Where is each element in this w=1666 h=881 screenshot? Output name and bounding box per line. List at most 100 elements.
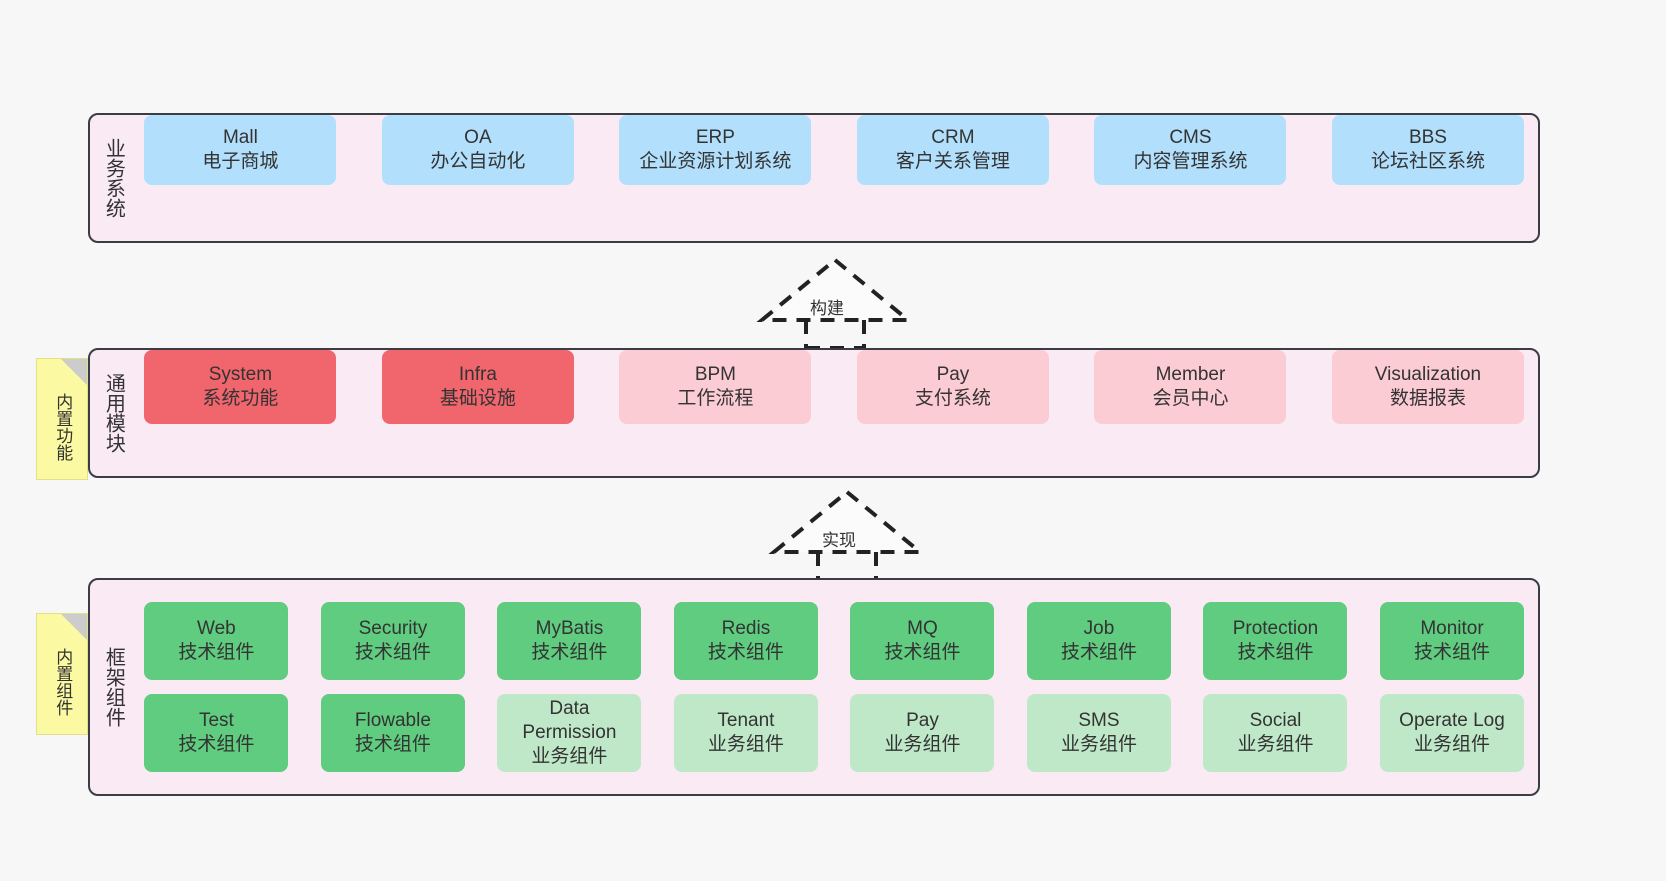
card-title-en: CRM bbox=[931, 126, 975, 148]
card-title-en: Pay bbox=[936, 363, 970, 385]
card-sms[interactable]: SMS 业务组件 bbox=[1026, 694, 1171, 772]
card-title-cn: 业务组件 bbox=[707, 734, 784, 755]
card-title-en: Pay bbox=[906, 709, 939, 731]
note-builtin-function: 内置功能 bbox=[36, 358, 88, 480]
arrow-stem bbox=[804, 320, 866, 350]
arrow-build: 构建 bbox=[756, 257, 914, 350]
card-title-en: Test bbox=[198, 709, 234, 731]
card-title-en: System bbox=[208, 363, 273, 385]
card-job[interactable]: Job 技术组件 bbox=[1026, 602, 1171, 680]
layer-common-modules: 通用模块 System 系统功能 Infra 基础设施 BPM 工作流程 Pay… bbox=[88, 348, 1540, 478]
card-title-cn: 基础设施 bbox=[439, 388, 516, 409]
card-title-cn: 数据报表 bbox=[1389, 388, 1466, 409]
card-title-en: SMS bbox=[1078, 709, 1120, 731]
card-title-cn: 支付系统 bbox=[914, 388, 991, 409]
card-group-framework: Web 技术组件 Security 技术组件 MyBatis 技术组件 Redi… bbox=[130, 602, 1538, 772]
card-title-cn: 业务组件 bbox=[1413, 734, 1490, 755]
card-title-cn: 业务组件 bbox=[1060, 734, 1137, 755]
card-social[interactable]: Social 业务组件 bbox=[1203, 694, 1348, 772]
card-cms[interactable]: CMS 内容管理系统 bbox=[1094, 115, 1287, 185]
card-title-en: BBS bbox=[1408, 126, 1447, 148]
note-builtin-component: 内置组件 bbox=[36, 613, 88, 735]
arrow-label-build: 构建 bbox=[810, 299, 844, 318]
card-title-en: BPM bbox=[694, 363, 737, 385]
layer-caption-framework: 框架组件 bbox=[102, 647, 125, 727]
card-group-business: Mall 电子商城 OA 办公自动化 ERP 企业资源计划系统 CRM 客户关系… bbox=[130, 115, 1538, 241]
card-infra[interactable]: Infra 基础设施 bbox=[381, 350, 574, 424]
card-title-cn: 技术组件 bbox=[707, 642, 784, 663]
card-title-cn: 技术组件 bbox=[531, 642, 608, 663]
card-title-cn: 技术组件 bbox=[178, 642, 255, 663]
card-mq[interactable]: MQ 技术组件 bbox=[850, 602, 995, 680]
card-redis[interactable]: Redis 技术组件 bbox=[673, 602, 818, 680]
card-title-cn: 技术组件 bbox=[1413, 642, 1490, 663]
card-operate-log[interactable]: Operate Log 业务组件 bbox=[1380, 694, 1524, 772]
arrow-head-triangle bbox=[756, 257, 914, 322]
card-pay[interactable]: Pay 支付系统 bbox=[856, 350, 1049, 424]
card-title-cn: 业务组件 bbox=[1237, 734, 1314, 755]
layer-caption-business: 业务系统 bbox=[102, 138, 125, 218]
card-title-cn: 技术组件 bbox=[1237, 642, 1314, 663]
card-title-cn: 客户关系管理 bbox=[895, 151, 1010, 172]
layer-caption-common: 通用模块 bbox=[102, 373, 125, 453]
arrow-implement: 实现 bbox=[768, 489, 926, 582]
card-title-cn: 技术组件 bbox=[178, 734, 255, 755]
card-title-en: Security bbox=[358, 617, 428, 639]
card-title-cn: 会员中心 bbox=[1152, 388, 1229, 409]
card-title-cn: 技术组件 bbox=[884, 642, 961, 663]
card-visualization[interactable]: Visualization 数据报表 bbox=[1331, 350, 1524, 424]
card-title-cn: 业务组件 bbox=[531, 746, 608, 768]
card-crm[interactable]: CRM 客户关系管理 bbox=[856, 115, 1049, 185]
layer-business-systems: 业务系统 Mall 电子商城 OA 办公自动化 ERP 企业资源计划系统 CRM… bbox=[88, 113, 1540, 243]
page-fold-icon bbox=[61, 359, 87, 385]
layer-framework-components: 框架组件 Web 技术组件 Security 技术组件 MyBatis 技术组件… bbox=[88, 578, 1540, 796]
card-group-common: System 系统功能 Infra 基础设施 BPM 工作流程 Pay 支付系统… bbox=[130, 350, 1538, 476]
card-erp[interactable]: ERP 企业资源计划系统 bbox=[619, 115, 812, 185]
card-tenant[interactable]: Tenant 业务组件 bbox=[673, 694, 818, 772]
card-monitor[interactable]: Monitor 技术组件 bbox=[1380, 602, 1524, 680]
card-title-en: OA bbox=[464, 126, 492, 148]
card-title-en: Data Permission bbox=[522, 697, 617, 743]
card-title-en: Protection bbox=[1232, 617, 1319, 639]
card-title-en: MyBatis bbox=[535, 617, 604, 639]
card-security[interactable]: Security 技术组件 bbox=[320, 602, 465, 680]
card-title-cn: 技术组件 bbox=[354, 642, 431, 663]
card-bbs[interactable]: BBS 论坛社区系统 bbox=[1331, 115, 1524, 185]
card-title-en: Flowable bbox=[354, 709, 431, 731]
card-mybatis[interactable]: MyBatis 技术组件 bbox=[497, 602, 642, 680]
card-title-en: Web bbox=[197, 617, 236, 639]
card-title-cn: 内容管理系统 bbox=[1133, 151, 1248, 172]
card-title-en: ERP bbox=[695, 126, 735, 148]
card-oa[interactable]: OA 办公自动化 bbox=[381, 115, 574, 185]
card-title-en: Member bbox=[1155, 363, 1226, 385]
card-title-cn: 电子商城 bbox=[202, 151, 279, 172]
card-title-en: MQ bbox=[907, 617, 938, 639]
card-title-cn: 系统功能 bbox=[202, 388, 279, 409]
card-web[interactable]: Web 技术组件 bbox=[144, 602, 289, 680]
card-title-en: Visualization bbox=[1374, 363, 1482, 385]
card-row-business: Test 技术组件 Flowable 技术组件 Data Permission … bbox=[144, 694, 1524, 772]
card-title-en: Mall bbox=[222, 126, 258, 148]
card-title-en: Infra bbox=[458, 363, 497, 385]
card-title-en: Tenant bbox=[717, 709, 775, 731]
card-pay-business[interactable]: Pay 业务组件 bbox=[850, 694, 995, 772]
card-protection[interactable]: Protection 技术组件 bbox=[1203, 602, 1348, 680]
card-title-en: Monitor bbox=[1420, 617, 1484, 639]
card-title-en: CMS bbox=[1169, 126, 1212, 148]
card-bpm[interactable]: BPM 工作流程 bbox=[619, 350, 812, 424]
arrow-head-triangle bbox=[768, 489, 926, 554]
card-member[interactable]: Member 会员中心 bbox=[1094, 350, 1287, 424]
page-fold-icon bbox=[61, 614, 87, 640]
note-text: 内置功能 bbox=[53, 393, 73, 461]
card-title-cn: 业务组件 bbox=[884, 734, 961, 755]
card-system[interactable]: System 系统功能 bbox=[144, 350, 337, 424]
card-test[interactable]: Test 技术组件 bbox=[144, 694, 289, 772]
card-mall[interactable]: Mall 电子商城 bbox=[144, 115, 337, 185]
card-flowable[interactable]: Flowable 技术组件 bbox=[320, 694, 465, 772]
card-title-en: Operate Log bbox=[1399, 709, 1505, 731]
card-data-permission[interactable]: Data Permission 业务组件 bbox=[497, 694, 642, 772]
arrow-label-implement: 实现 bbox=[822, 531, 856, 550]
card-title-cn: 技术组件 bbox=[354, 734, 431, 755]
card-row-technical: Web 技术组件 Security 技术组件 MyBatis 技术组件 Redi… bbox=[144, 602, 1524, 680]
card-title-cn: 工作流程 bbox=[677, 388, 754, 409]
